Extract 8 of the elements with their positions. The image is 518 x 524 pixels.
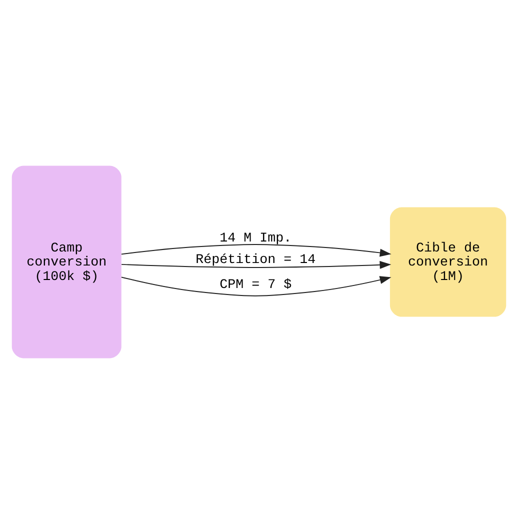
edge-label: 14 M Imp. xyxy=(220,231,292,246)
arrow xyxy=(120,244,392,257)
edge-label: CPM = 7 $ xyxy=(220,278,292,293)
arrow xyxy=(121,260,392,269)
node-box: Cible de conversion (1M) xyxy=(390,207,506,317)
node-box: Camp conversion (100k $) xyxy=(12,166,122,358)
arrow xyxy=(120,276,392,296)
edge-label: Répétition = 14 xyxy=(196,253,316,268)
